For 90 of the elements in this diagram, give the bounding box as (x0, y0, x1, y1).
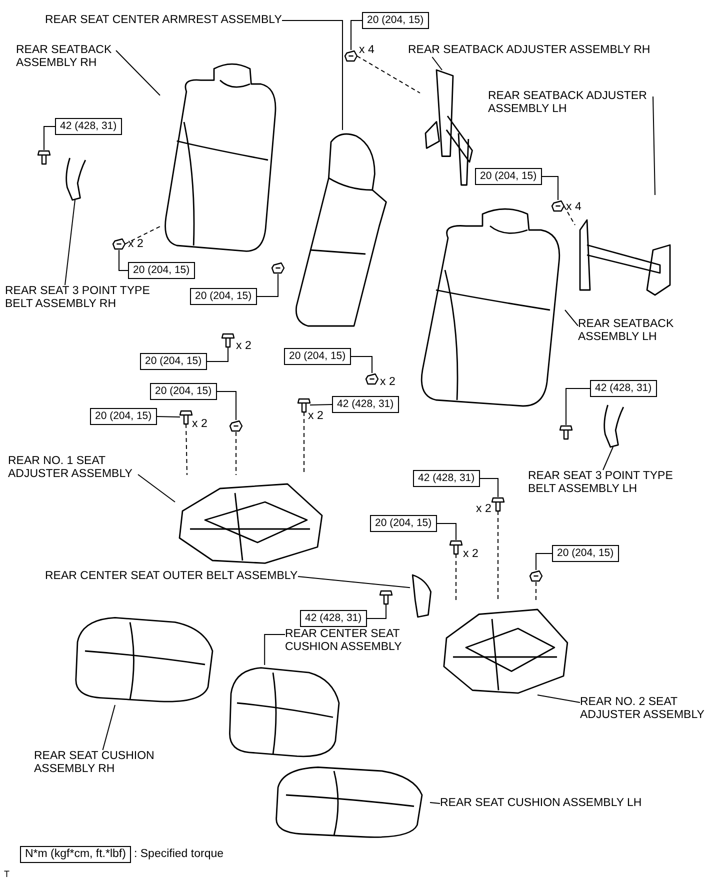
part-label: REAR NO. 1 SEAT ADJUSTER ASSEMBLY (8, 455, 138, 481)
quantity-label: x 2 (128, 238, 144, 251)
part-label: REAR CENTER SEAT OUTER BELT ASSEMBLY (45, 570, 298, 583)
leader-line (256, 274, 278, 297)
quantity-label: x 4 (359, 44, 374, 57)
corner-mark: T (4, 868, 10, 881)
torque-value-box: 42 (428, 31) (300, 610, 367, 627)
leader-line (430, 802, 440, 804)
dashed-assembly-line (186, 424, 188, 476)
quantity-label: x 2 (476, 503, 492, 516)
torque-value-box: 42 (428, 31) (413, 470, 480, 487)
torque-value-box: 20 (204, 15) (362, 12, 429, 29)
leader-line (602, 446, 614, 470)
torque-value-box: 20 (204, 15) (284, 348, 351, 365)
bolt-icon (222, 333, 234, 347)
bolt-icon (560, 425, 572, 439)
torque-value-box: 20 (204, 15) (370, 515, 437, 532)
leader-line (652, 96, 656, 196)
bolt-icon (492, 497, 504, 511)
torque-legend-box: N*m (kgf*cm, ft.*lbf) (20, 846, 131, 863)
torque-value-box: 20 (204, 15) (90, 408, 157, 425)
bolt-icon (298, 398, 310, 412)
quantity-label: x 2 (380, 376, 396, 389)
part-label: REAR SEATBACK ADJUSTER ASSEMBLY RH (408, 44, 650, 57)
bolt-icon (380, 590, 392, 604)
nut-icon (230, 420, 242, 432)
quantity-label: x 2 (463, 548, 478, 561)
dashed-assembly-line (564, 206, 576, 226)
leader-line (156, 416, 180, 418)
part-label: REAR SEAT CUSHION ASSEMBLY RH (34, 750, 159, 776)
leader-line (102, 704, 116, 750)
leader-line (282, 20, 343, 130)
quantity-label: x 4 (566, 201, 582, 214)
part-label: REAR SEAT 3 POINT TYPE BELT ASSEMBLY LH (528, 470, 678, 496)
leader-line (350, 356, 372, 374)
leader-line (566, 388, 590, 426)
leader-line (542, 176, 558, 200)
nut-icon (552, 200, 564, 212)
leader-line (432, 56, 442, 70)
part-label: REAR CENTER SEAT CUSHION ASSEMBLY (285, 628, 407, 654)
bolt-icon (180, 410, 192, 424)
leader-line (116, 50, 160, 96)
leader-line (436, 523, 456, 540)
part-label: REAR NO. 2 SEAT ADJUSTER ASSEMBLY (580, 696, 710, 722)
leader-line (206, 346, 228, 362)
part-label: REAR SEAT CUSHION ASSEMBLY LH (440, 797, 642, 810)
legend-description: : Specified torque (134, 848, 224, 861)
dashed-assembly-line (236, 432, 237, 476)
nut-icon (366, 373, 378, 385)
quantity-label: x 2 (308, 410, 324, 423)
torque-value-box: 42 (428, 31) (332, 396, 399, 413)
dashed-assembly-line (356, 56, 420, 94)
torque-value-box: 20 (204, 15) (140, 353, 207, 370)
bolt-icon (38, 150, 50, 164)
part-label: REAR SEAT CENTER ARMREST ASSEMBLY (45, 14, 282, 27)
leader-line (264, 634, 286, 666)
nut-icon (272, 262, 284, 274)
torque-value-box: 20 (204, 15) (150, 383, 217, 400)
leader-line (536, 553, 552, 570)
part-label: REAR SEATBACK ASSEMBLY LH (578, 318, 678, 344)
quantity-label: x 2 (236, 340, 252, 353)
dashed-assembly-line (497, 510, 498, 600)
leader-line (44, 126, 56, 150)
leader-line (564, 310, 578, 326)
leader-line (350, 20, 362, 50)
leader-line (366, 604, 386, 619)
torque-value-box: 20 (204, 15) (190, 288, 257, 305)
leader-line (537, 694, 580, 703)
dashed-assembly-line (124, 226, 160, 244)
leader-line (118, 250, 128, 271)
torque-value-box: 20 (204, 15) (128, 262, 195, 279)
part-label: REAR SEATBACK ADJUSTER ASSEMBLY LH (488, 90, 653, 116)
leader-line (64, 200, 76, 286)
nut-icon (113, 238, 125, 250)
leader-line (310, 404, 332, 406)
quantity-label: x 2 (192, 418, 208, 431)
torque-value-box: 20 (204, 15) (475, 168, 542, 185)
leader-line (298, 576, 410, 588)
nut-icon (345, 50, 357, 62)
part-label: REAR SEAT 3 POINT TYPE BELT ASSEMBLY RH (5, 285, 155, 311)
torque-value-box: 42 (428, 31) (55, 118, 122, 135)
part-label: REAR SEATBACK ASSEMBLY RH (16, 44, 116, 70)
bolt-icon (450, 540, 462, 554)
torque-value-box: 42 (428, 31) (590, 380, 657, 397)
leader-line (480, 478, 498, 498)
dashed-assembly-line (535, 582, 536, 600)
leader-line (216, 391, 236, 420)
leader-line (138, 474, 176, 502)
nut-icon (530, 570, 542, 582)
torque-value-box: 20 (204, 15) (552, 545, 619, 562)
